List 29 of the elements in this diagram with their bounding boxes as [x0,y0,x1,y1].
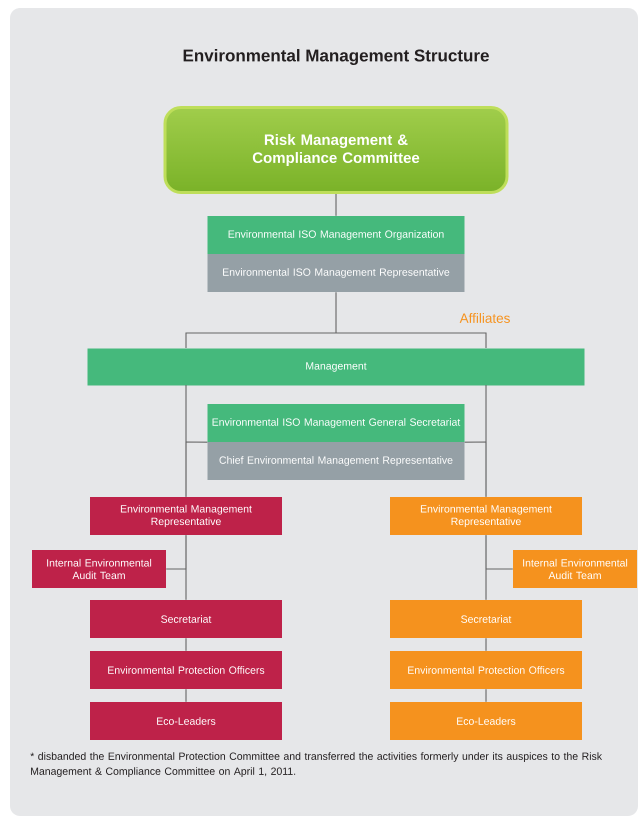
org-box: Environmental Protection Officers [390,651,582,689]
org-box: Secretariat [90,600,282,638]
connector-line [185,689,187,702]
title: Environmental Management Structure [184,49,489,65]
connector-line [485,638,487,651]
org-box: Eco-Leaders [390,702,582,740]
org-box: Chief Environmental Management Representative [208,442,464,480]
org-box: Environmental ISO Management Organization [208,216,464,254]
org-box: Internal Environmental Audit Team [513,550,637,588]
org-box: Environmental ISO Management Representative [208,254,464,292]
org-box: Environmental Management Representative [90,497,282,535]
connector-line [485,535,487,600]
org-box: Secretariat [390,600,582,638]
connector-line [185,638,187,651]
committee-box: Risk Management & Compliance Committee [164,106,508,194]
connector-line [335,194,337,216]
connector-line [185,441,208,497]
org-box: Environmental ISO Management General Secretariat [208,404,464,442]
management-bar: Management [88,348,584,386]
connector-line [464,441,487,497]
footnote: * disbanded the Environmental Protection Committee and transferred the activities formerly under its auspices to the Risk Management & Compliance Committee on April 1, 2011. [30,752,602,777]
org-box: Internal Environmental Audit Team [32,550,166,588]
connector-line [185,535,187,600]
org-box: Environmental Management Representative [390,497,582,535]
connector-line [185,292,487,349]
group-label: Affiliates [460,313,510,323]
org-box: Environmental Protection Officers [90,651,282,689]
org-box: Eco-Leaders [90,702,282,740]
connector-line [485,689,487,702]
